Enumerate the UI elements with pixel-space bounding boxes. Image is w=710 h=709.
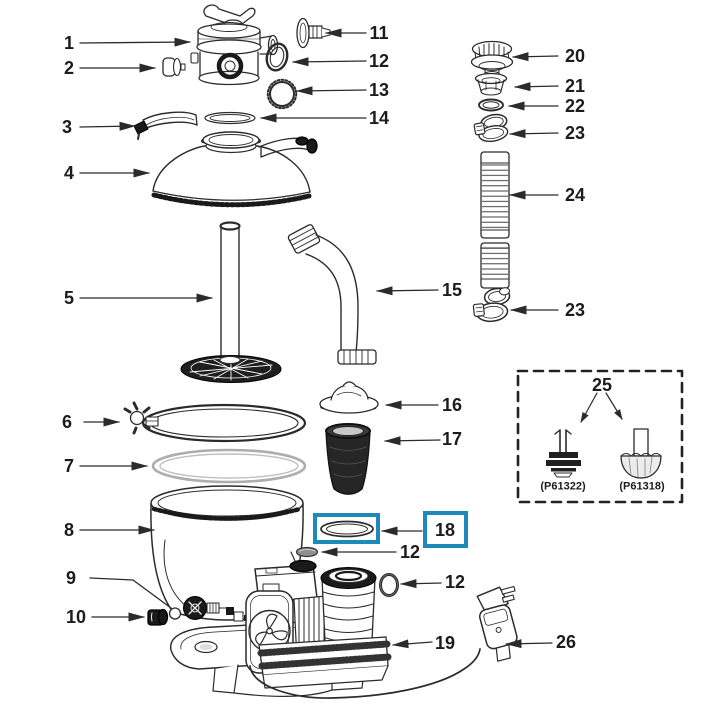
inset-25-alternate-parts xyxy=(516,369,684,504)
part-1-multiport-valve xyxy=(190,4,279,86)
part-label-14: 14 xyxy=(368,108,390,128)
part-label-23a: 23 xyxy=(564,123,586,143)
arrow-13 xyxy=(296,86,367,96)
part-label-15: 15 xyxy=(441,280,463,300)
part-7-tank-oring xyxy=(151,448,307,484)
arrow-17 xyxy=(384,436,441,446)
part-label-11: 11 xyxy=(369,23,389,43)
part-5-standpipe xyxy=(180,221,282,383)
part-label-10: 10 xyxy=(65,607,87,627)
part-p61322 xyxy=(546,429,581,478)
part-9-drain-oring xyxy=(168,607,182,620)
arrow-26 xyxy=(505,639,553,649)
part-label-12a: 12 xyxy=(368,51,390,71)
part-label-5: 5 xyxy=(63,288,75,308)
part-18-oring-highlighted xyxy=(320,520,374,538)
inset-dashed-border xyxy=(516,369,684,504)
part-label-6: 6 xyxy=(61,412,73,432)
part-17-strainer-basket xyxy=(325,423,371,495)
arrow-23a xyxy=(509,129,559,139)
part-label-17: 17 xyxy=(441,429,463,449)
part-14-cover-gasket xyxy=(204,111,256,125)
part-code-p61322: (P61322) xyxy=(540,480,586,493)
part-label-24: 24 xyxy=(564,185,586,205)
part-code-p61318: (P61318) xyxy=(619,480,665,493)
part-label-26: 26 xyxy=(555,632,577,652)
part-label-12b: 12 xyxy=(399,542,421,562)
arrow-to-p61318 xyxy=(605,392,623,420)
part-2-valve-plug xyxy=(162,57,186,77)
part-26-power-plug xyxy=(476,585,518,662)
part-23-hose-clamp-upper xyxy=(473,113,509,143)
part-label-22: 22 xyxy=(564,96,586,116)
part-label-21: 21 xyxy=(564,76,586,96)
part-label-19: 19 xyxy=(434,633,456,653)
leader-arrows xyxy=(79,28,559,649)
part-label-4: 4 xyxy=(63,163,75,183)
part-label-23b: 23 xyxy=(564,300,586,320)
part-12-oring-inlet xyxy=(295,546,319,558)
part-10-drain-plug xyxy=(147,608,169,626)
part-12-oring-valve xyxy=(265,42,289,72)
part-label-2: 2 xyxy=(63,58,75,78)
part-21-hose-adapter xyxy=(474,72,508,96)
arrow-to-p61322 xyxy=(580,392,598,423)
part-label-12c: 12 xyxy=(444,572,466,592)
arrow-19 xyxy=(392,639,433,649)
leader-9 xyxy=(89,577,172,609)
part-label-7: 7 xyxy=(63,456,75,476)
power-cable xyxy=(249,648,481,699)
highlight-box-part-18-label xyxy=(423,511,468,548)
part-13-knurled-ring xyxy=(266,78,298,110)
part-label-3: 3 xyxy=(61,117,73,137)
part-12-oring-pump xyxy=(379,573,399,597)
arrow-21 xyxy=(514,82,559,92)
part-label-20: 20 xyxy=(564,46,586,66)
part-label-18: 18 xyxy=(434,520,456,540)
arrow-12c xyxy=(400,579,442,589)
part-23-hose-clamp-lower xyxy=(472,287,511,323)
part-15-elbow-hose xyxy=(287,224,377,365)
part-label-9: 9 xyxy=(65,568,77,588)
part-label-16: 16 xyxy=(441,395,463,415)
part-p61318 xyxy=(620,428,662,479)
part-6-flange-clamp-ring xyxy=(123,401,307,443)
part-19-pump-assembly xyxy=(170,551,481,699)
part-11-fitting-plug xyxy=(296,17,331,49)
highlight-box-part-18-drawing xyxy=(313,513,380,544)
part-label-13: 13 xyxy=(368,80,390,100)
arrow-3 xyxy=(79,121,136,131)
part-4-tank-lid-dome xyxy=(151,131,318,208)
part-16-strainer-lid xyxy=(319,381,379,414)
part-label-25: 25 xyxy=(591,375,613,395)
part-label-8: 8 xyxy=(63,520,75,540)
arrow-15 xyxy=(376,286,439,296)
part-3-valve-clamp xyxy=(133,111,198,140)
part-label-1: 1 xyxy=(63,33,75,53)
part-22-adapter-oring xyxy=(478,98,504,112)
arrow-1 xyxy=(79,37,191,47)
drain-valve-assembly xyxy=(183,596,234,620)
part-20-hose-cap xyxy=(470,40,514,77)
part-24-corrugated-hose xyxy=(480,151,510,289)
arrow-20 xyxy=(512,52,559,62)
arrow-12a xyxy=(292,57,367,67)
